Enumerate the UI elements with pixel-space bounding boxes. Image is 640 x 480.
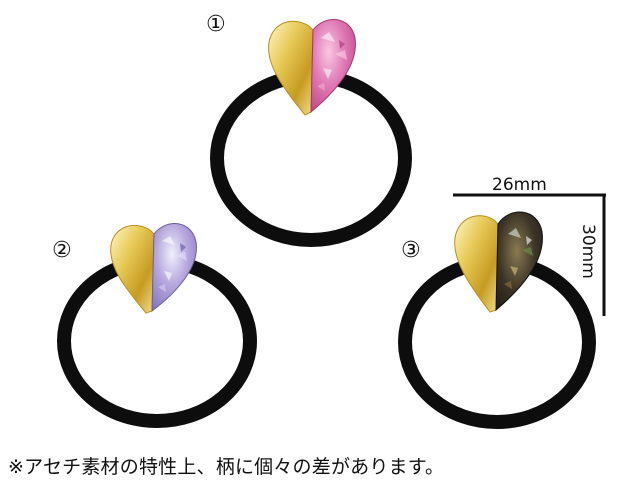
heart-charm-3 (454, 211, 543, 313)
pink-marble-half-1 (310, 19, 356, 114)
marble-flecks-2 (158, 236, 187, 292)
gold-half-3 (454, 215, 499, 313)
dimension-lines (453, 193, 606, 316)
lilac-marble-half-2 (151, 223, 197, 313)
hair-tie-3 (398, 211, 596, 429)
marble-flecks-3 (504, 228, 533, 289)
gold-half-1 (267, 20, 314, 116)
heart-charm-2 (110, 223, 197, 314)
item-number-2: ② (52, 238, 72, 263)
item-number-3: ③ (401, 238, 421, 263)
hair-tie-2 (57, 223, 257, 428)
marble-flecks-1 (317, 32, 347, 91)
heart-charm-1 (267, 19, 356, 116)
gold-half-2 (110, 225, 155, 314)
item-number-1: ① (206, 12, 226, 37)
dark-marble-half-3 (495, 211, 543, 312)
height-dimension-label: 30mm (578, 224, 598, 279)
width-dimension-label: 26mm (492, 175, 547, 195)
hair-tie-1 (210, 19, 412, 247)
material-note: ※アセチ素材の特性上、柄に個々の差があります。 (8, 456, 445, 478)
